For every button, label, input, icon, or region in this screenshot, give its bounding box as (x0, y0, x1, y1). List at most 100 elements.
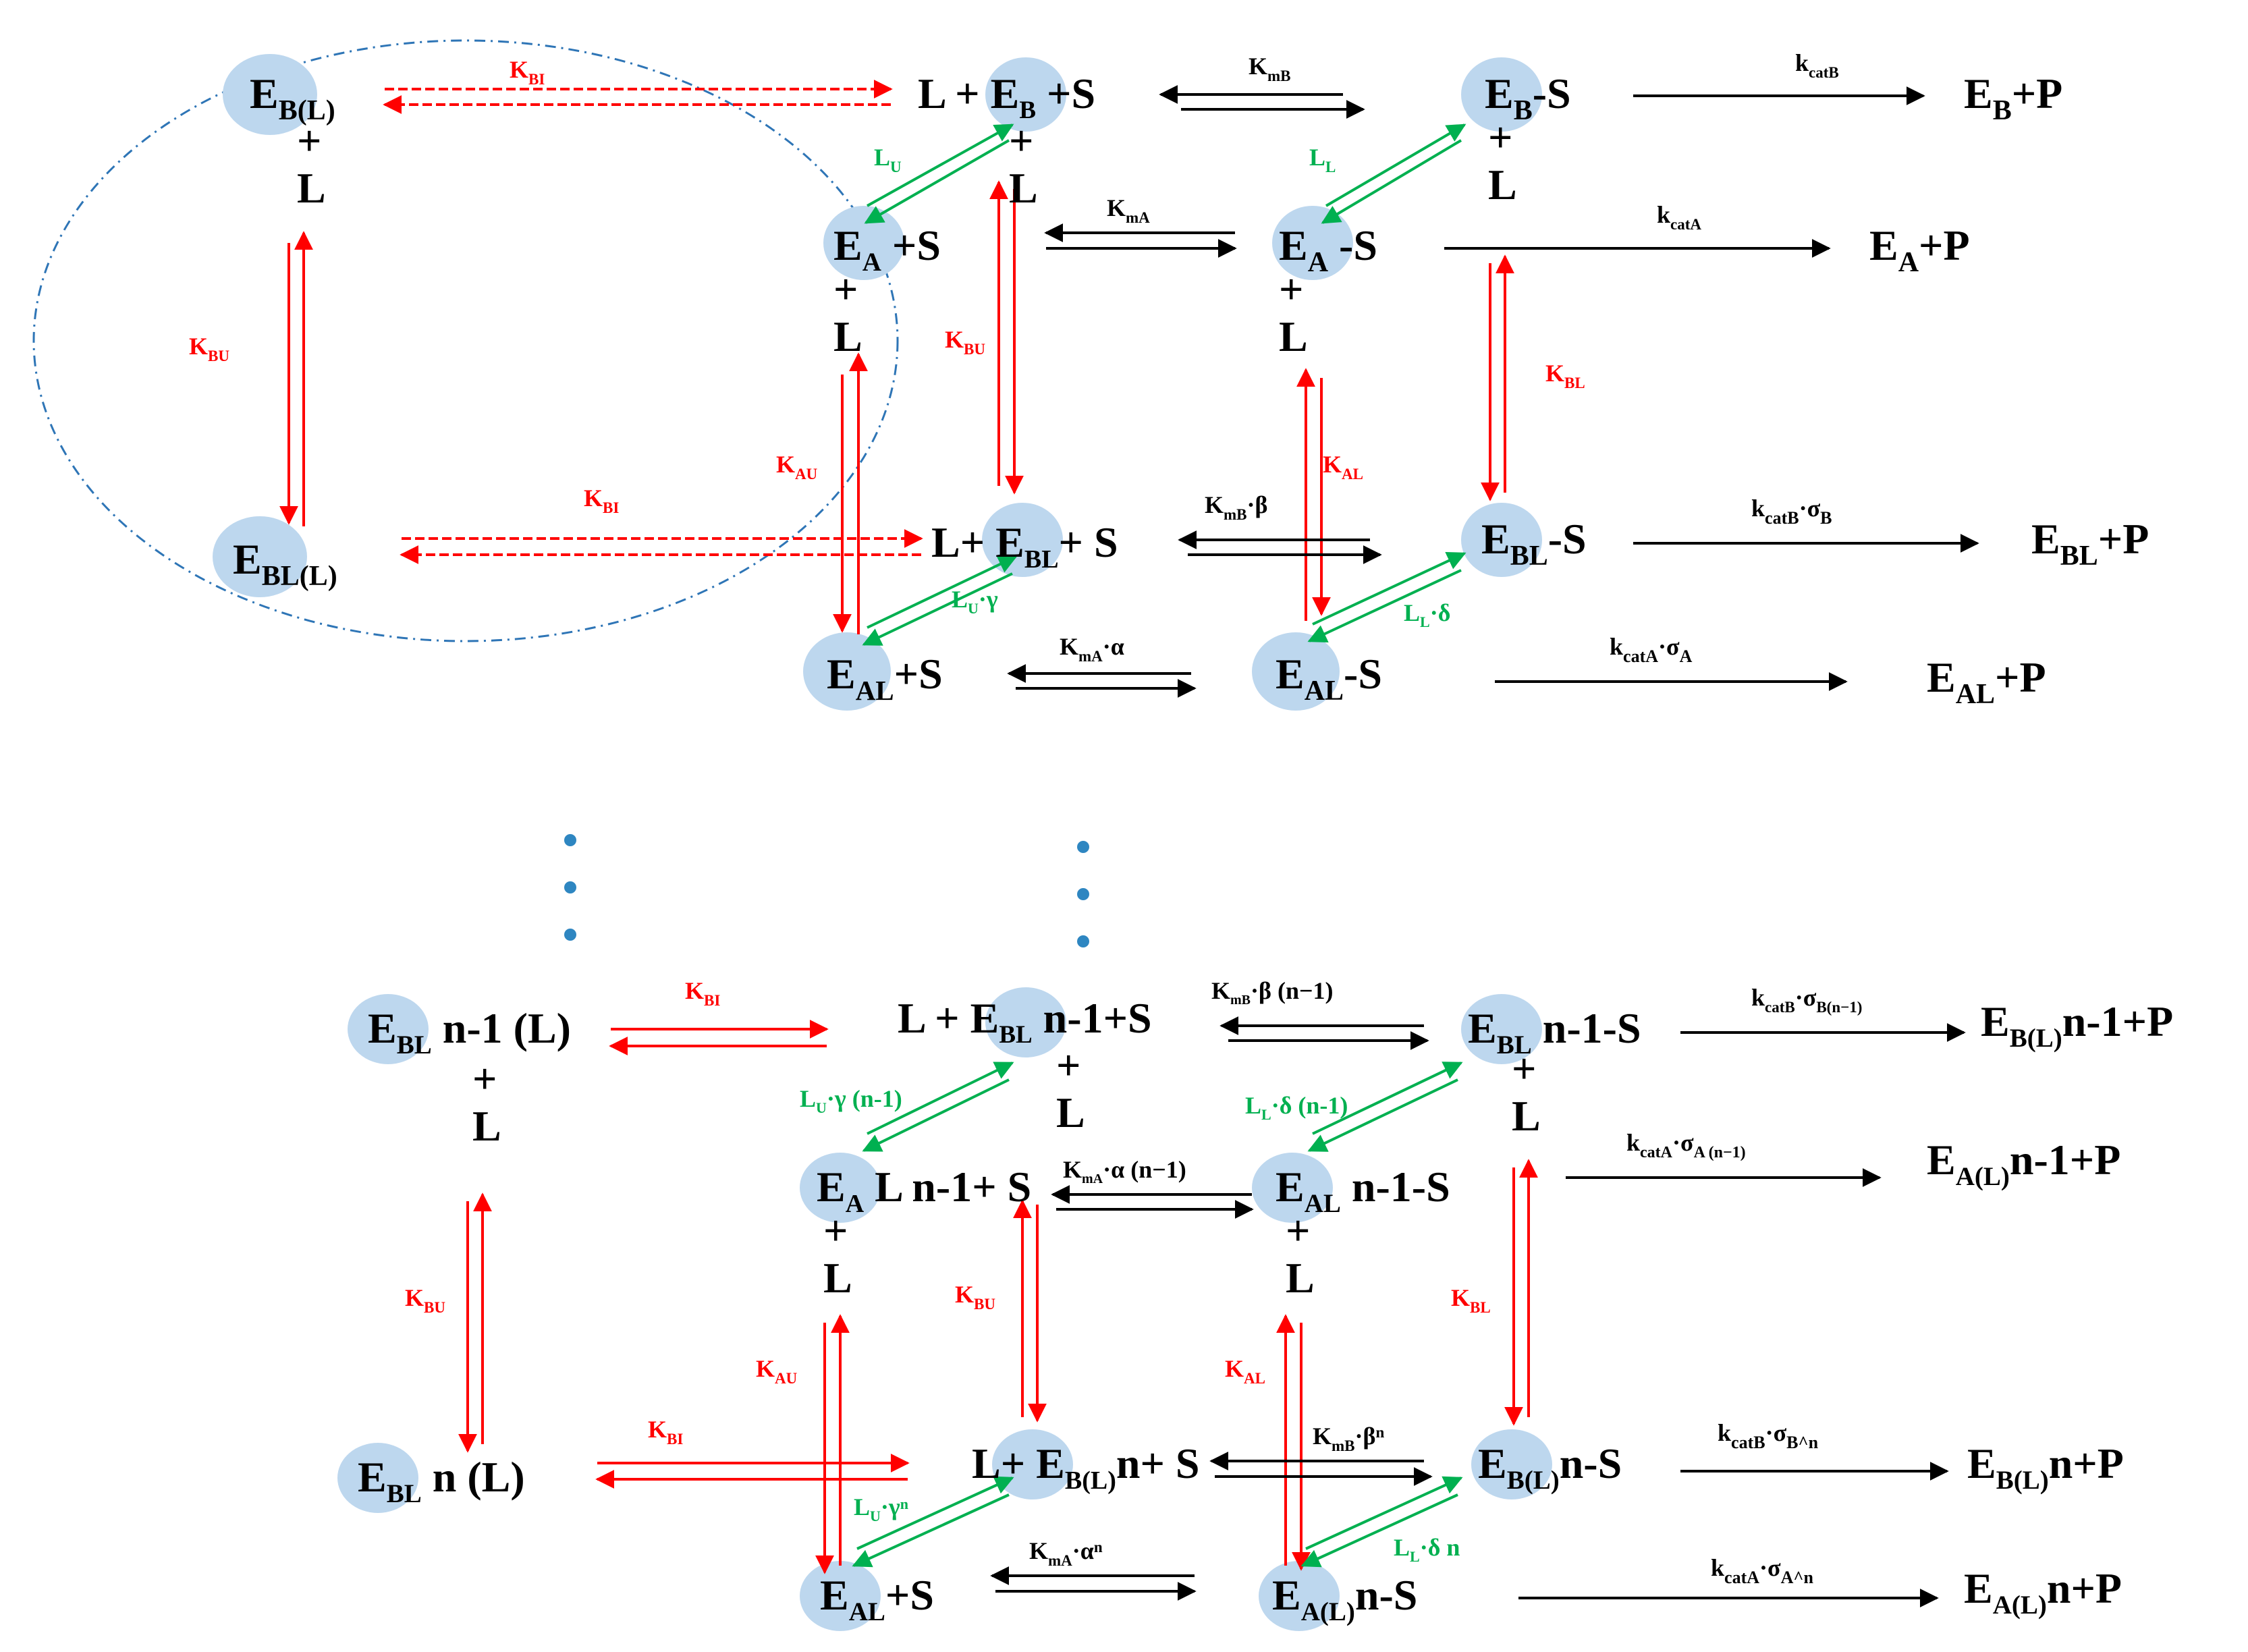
const-kcatbsigman: kcatB·σB^n​ (1718, 1419, 1819, 1452)
const-ll: LL​ (1309, 144, 1336, 175)
const-kcatasigman: kcatA·σA^n​ (1711, 1554, 1813, 1587)
const-kmaalpha-b: KmA·α (n−1) (1063, 1156, 1186, 1186)
species-eb-p: EB+P (1964, 70, 2062, 126)
species-ebln-l: EBL n (L) (358, 1453, 525, 1508)
highlight-ealn-s (1259, 1561, 1340, 1631)
const-kal-b: KAL​ (1225, 1355, 1265, 1387)
ligand-l: L (1286, 1254, 1315, 1302)
highlight-ebln-s (1471, 1429, 1552, 1499)
species-ealn1-s-free: EA L n-1+ S (817, 1163, 1031, 1218)
highlight-eal-s (1252, 632, 1340, 711)
highlight-ealn1 (800, 1153, 881, 1223)
highlight-eb-s (1461, 57, 1542, 132)
lugamma-b-arrow-down (862, 1078, 1010, 1152)
lugamman-arrow-down (852, 1493, 1010, 1568)
const-kbi-bottom: KBI​ (584, 485, 619, 516)
highlight-ebln1-l (348, 994, 429, 1064)
highlight-ebl-l (213, 516, 307, 597)
ligand-l: L (1279, 312, 1308, 360)
const-lugamma-b: LU·γ (n-1) (800, 1085, 902, 1116)
const-kmbbeta-b: KmB·β (n−1) (1211, 977, 1334, 1008)
ligand-l: L (1512, 1092, 1541, 1140)
dot (564, 881, 576, 893)
species-eal-p: EAL+P (1927, 653, 2046, 710)
ligand-l: L (1009, 164, 1038, 212)
highlight-ebln1-s (1461, 994, 1542, 1064)
highlight-ea (823, 206, 904, 280)
lldelta-b-arrow-up (1312, 1062, 1463, 1135)
ll-arrow-up (1325, 123, 1466, 207)
highlight-ealn1-s (1252, 1153, 1333, 1223)
dot (1077, 841, 1089, 853)
species-eb-s: EB-S (1485, 70, 1571, 126)
species-ebln1-p: EB(L)n-1+P (1981, 997, 2173, 1053)
const-kbl: KBL​ (1545, 360, 1585, 391)
species-ebl-l: EBL(L)​ (233, 535, 337, 592)
lugamma-arrow-down (862, 572, 1013, 646)
continuation-dots (564, 834, 1089, 947)
const-lldelta-b: LL·δ (n-1) (1245, 1092, 1348, 1123)
species-ebln-p: EB(L)n+P (1967, 1439, 2124, 1495)
ligand-l: L (833, 312, 862, 360)
ligand-l: L (297, 164, 326, 212)
plus-sign: + (833, 265, 858, 313)
const-kcatbsigma-b: kcatB·σB(n−1)​ (1751, 984, 1862, 1016)
dashed-region-outline (32, 39, 899, 642)
species-ealn1-p: EA(L)n-1+P (1927, 1136, 2120, 1191)
species-ebl-s: EBL-S (1481, 515, 1587, 572)
const-lu: LU​ (874, 144, 902, 175)
const-kbu-left: KBU​ (189, 333, 229, 364)
highlight-ea-s (1272, 206, 1353, 280)
labels: EB(L)​L + EB +SEB-SEB+PEA +SEA -SEA+PEBL… (189, 49, 2173, 1626)
const-kbi-b-top: KBI​ (685, 977, 720, 1009)
const-kbl-b: KBL​ (1451, 1284, 1491, 1316)
highlight-ebln-l (337, 1443, 418, 1513)
dot (564, 929, 576, 941)
highlight-ealn (800, 1561, 881, 1631)
ligand-l: L (1488, 161, 1517, 209)
const-kmb: KmB​ (1249, 53, 1291, 84)
const-kbu-b-left: KBU​ (405, 1284, 445, 1316)
lldeltan-arrow-down (1300, 1493, 1458, 1568)
arrows-bottom (458, 1016, 1966, 1607)
const-lldeltan: LL·δ n (1394, 1534, 1460, 1565)
lldeltan-arrow-up (1305, 1476, 1463, 1550)
ll-arrow-down (1321, 139, 1462, 224)
lu-arrow-down (864, 139, 1010, 224)
species-ebln1-s: EBL n-1-S (1468, 1004, 1641, 1059)
plus-sign: + (1279, 265, 1303, 313)
plus-sign: + (1009, 117, 1033, 165)
ligand-l: L (472, 1102, 501, 1150)
const-kau: KAU​ (776, 451, 818, 483)
const-kbu-b-mid: KBU​ (955, 1281, 995, 1313)
species-eal-s: EAL-S (1276, 650, 1382, 707)
const-kcatasigma: kcatA·σA​ (1610, 633, 1693, 666)
species-ebl-p: EBL+P (2031, 515, 2149, 572)
species-eal-s-free: EAL+S (827, 650, 943, 706)
const-kbu-mid: KBU​ (945, 326, 985, 358)
lugamma-b-arrow-up (867, 1062, 1014, 1135)
species-eb-l: EB(L)​ (250, 70, 335, 126)
dot (1077, 935, 1089, 947)
const-kal: KAL​ (1323, 451, 1363, 483)
plus-sign: + (472, 1055, 497, 1103)
dot (1077, 888, 1089, 900)
species-ea-s-free: EA +S (833, 221, 941, 277)
const-kcatasigma-b: kcatA·σA (n−1)​ (1626, 1129, 1746, 1161)
species-highlights-bottom (337, 987, 1552, 1631)
dot (564, 834, 576, 846)
const-kmaalpha: KmA·α (1060, 633, 1124, 665)
highlight-eb-l (223, 54, 317, 135)
species-eal-s-free-b: EAL+S (820, 1571, 934, 1626)
const-lugamman: LU·γn​ (854, 1493, 908, 1524)
lldelta-arrow-down (1307, 569, 1462, 643)
const-kau-b: KAU​ (756, 1355, 798, 1387)
species-ebln1-l: EBL n-1 (L) (368, 1004, 571, 1059)
plus-sign: + (823, 1207, 848, 1255)
plus-sign: + (1056, 1041, 1080, 1089)
arrows-top (279, 80, 1979, 698)
const-kmbbetan: KmB·βn​ (1313, 1423, 1385, 1454)
plus-sign: + (1488, 113, 1512, 161)
const-kcatb: kcatB​ (1795, 49, 1839, 81)
